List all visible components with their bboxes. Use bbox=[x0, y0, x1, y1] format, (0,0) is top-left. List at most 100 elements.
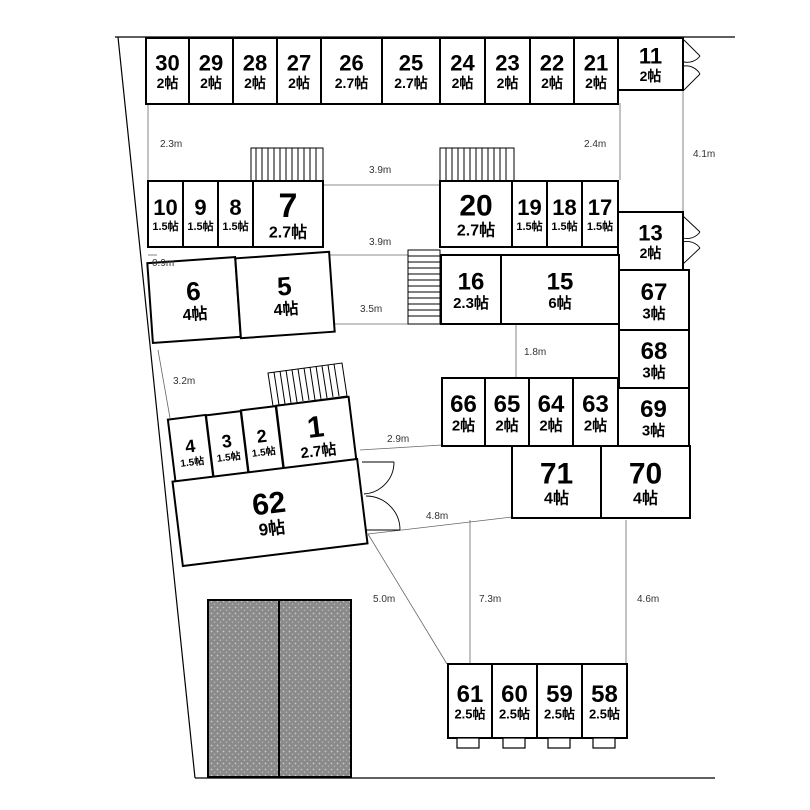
room-number: 28 bbox=[243, 51, 267, 76]
room-size: 4帖 bbox=[544, 489, 569, 508]
distance-label: 4.8m bbox=[426, 511, 448, 522]
room-number: 29 bbox=[199, 51, 223, 76]
room-number: 3 bbox=[221, 431, 233, 452]
room-box-28 bbox=[232, 37, 278, 105]
parking-area bbox=[207, 599, 352, 778]
room-label-8: 81.5帖 bbox=[222, 195, 248, 233]
staircases bbox=[250, 147, 515, 407]
room-size: 2帖 bbox=[539, 416, 562, 434]
room-label-60: 602.5帖 bbox=[499, 681, 530, 722]
room-number: 63 bbox=[582, 391, 609, 418]
room-size: 2帖 bbox=[640, 245, 662, 261]
room-size: 1.5帖 bbox=[152, 219, 178, 233]
room-box-7 bbox=[252, 180, 324, 248]
room-number: 11 bbox=[639, 44, 662, 69]
stairs-top-middle bbox=[439, 147, 515, 182]
room-box-64 bbox=[528, 377, 574, 447]
room-size: 6帖 bbox=[548, 294, 571, 312]
room-number: 62 bbox=[250, 486, 287, 523]
room-box-11 bbox=[617, 37, 684, 91]
room-number: 59 bbox=[546, 681, 573, 708]
distance-label: 5.0m bbox=[373, 594, 395, 605]
room-size: 3帖 bbox=[642, 363, 665, 381]
room-label-16: 162.3帖 bbox=[453, 268, 489, 311]
room-number: 9 bbox=[194, 195, 206, 220]
room-box-61 bbox=[447, 663, 493, 739]
room-number: 21 bbox=[584, 51, 608, 76]
room-size: 1.5帖 bbox=[187, 219, 213, 233]
room-box-24 bbox=[439, 37, 486, 105]
room-number: 8 bbox=[229, 195, 241, 220]
room-size: 2帖 bbox=[244, 75, 266, 91]
distance-label: 3.9m bbox=[369, 237, 391, 248]
room-size: 2帖 bbox=[200, 75, 222, 91]
stairs-top-left bbox=[250, 147, 324, 182]
room-size: 9帖 bbox=[258, 517, 287, 540]
room-number: 68 bbox=[641, 338, 668, 365]
room-size: 4帖 bbox=[633, 489, 658, 508]
room-size: 1.5帖 bbox=[222, 219, 248, 233]
room-label-20: 202.7帖 bbox=[457, 190, 495, 240]
room-number: 13 bbox=[638, 221, 662, 246]
room-box-58 bbox=[581, 663, 628, 739]
room-size: 2.7帖 bbox=[335, 75, 368, 91]
room-number: 10 bbox=[153, 195, 177, 220]
room-size: 2帖 bbox=[541, 75, 563, 91]
room-box-65 bbox=[484, 377, 530, 447]
room-box-68 bbox=[618, 329, 690, 389]
stairs-side bbox=[407, 249, 441, 325]
room-box-62 bbox=[171, 457, 369, 568]
room-number: 65 bbox=[494, 391, 521, 418]
room-label-10: 101.5帖 bbox=[152, 195, 178, 233]
distance-label: 1.8m bbox=[524, 347, 546, 358]
room-number: 15 bbox=[547, 268, 574, 295]
doors bbox=[362, 39, 701, 531]
room-label-59: 592.5帖 bbox=[544, 681, 575, 722]
room-number: 18 bbox=[552, 195, 576, 220]
room-size: 1.5帖 bbox=[180, 454, 205, 470]
room-label-5: 54帖 bbox=[273, 271, 299, 320]
room-size: 3帖 bbox=[642, 304, 665, 322]
room-box-5 bbox=[234, 250, 336, 340]
room-number: 24 bbox=[450, 51, 475, 76]
room-number: 60 bbox=[501, 681, 528, 708]
unit-feet bbox=[456, 737, 616, 749]
room-box-21 bbox=[573, 37, 619, 105]
room-box-27 bbox=[276, 37, 322, 105]
room-box-15 bbox=[500, 254, 620, 325]
room-label-3: 31.5帖 bbox=[216, 431, 241, 465]
room-size: 2帖 bbox=[288, 75, 310, 91]
room-size: 2.5帖 bbox=[544, 707, 575, 722]
room-box-60 bbox=[491, 663, 538, 739]
room-box-20 bbox=[439, 180, 513, 248]
room-number: 17 bbox=[588, 195, 612, 220]
room-size: 2.7帖 bbox=[394, 75, 427, 91]
room-number: 5 bbox=[276, 271, 293, 302]
room-number: 20 bbox=[459, 190, 492, 223]
room-size: 4帖 bbox=[273, 299, 299, 320]
room-size: 2帖 bbox=[497, 75, 519, 91]
room-size: 2帖 bbox=[157, 75, 179, 91]
room-size: 1.5帖 bbox=[551, 219, 577, 233]
room-labels: 302帖292帖282帖272帖262.7帖252.7帖242帖232帖222帖… bbox=[152, 44, 667, 722]
distance-label: 2.3m bbox=[160, 139, 182, 150]
room-number: 23 bbox=[495, 51, 519, 76]
room-number: 58 bbox=[591, 681, 618, 708]
room-label-9: 91.5帖 bbox=[187, 195, 213, 233]
